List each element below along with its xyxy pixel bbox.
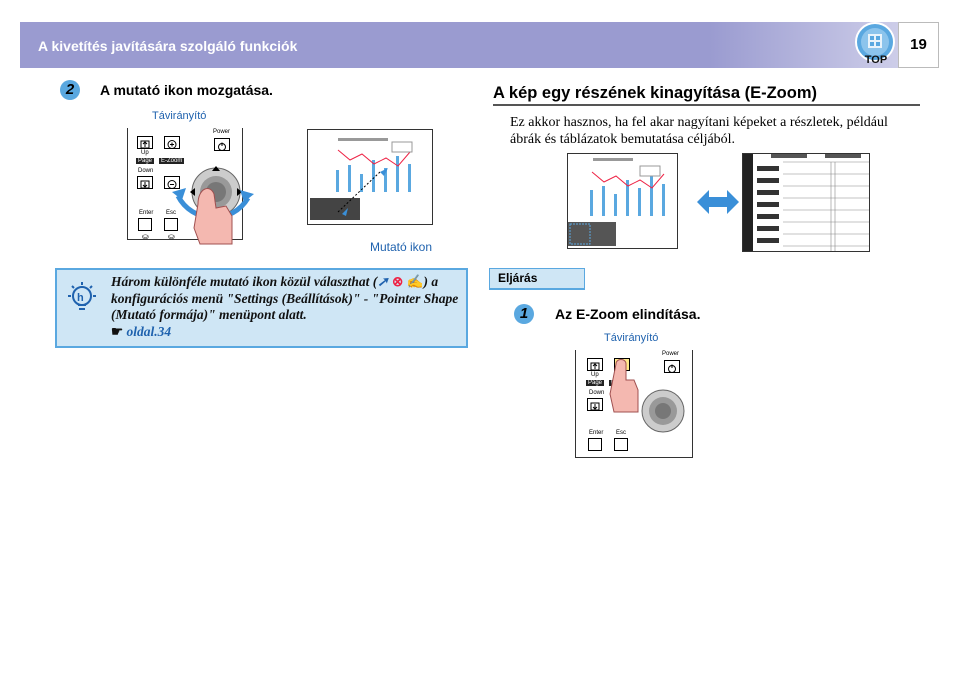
up-button (137, 136, 153, 149)
procedure-label: Eljárás (489, 268, 585, 289)
page-label: Page (136, 158, 155, 164)
page-link[interactable]: oldal.34 (126, 323, 172, 339)
procedure-step-title: Az E-Zoom elindítása. (555, 306, 701, 322)
top-label[interactable]: TOP (864, 54, 888, 66)
procedure-step-number: 1 (514, 304, 534, 324)
pointer-hand-icon: ✍ (406, 274, 424, 289)
link-pointer-icon: ☛ (111, 323, 124, 339)
power-label-2: Power (662, 351, 680, 357)
pointer-arrow-icon: ➚ (377, 274, 389, 289)
power-label: Power (213, 129, 231, 135)
ezoom-label: E-Zoom (159, 158, 185, 164)
zoomed-screen (742, 153, 870, 252)
pointer-dial-2 (641, 389, 685, 433)
procedure-divider (489, 289, 585, 290)
lightbulb-icon: h (68, 282, 96, 310)
mouse-right-icon: ⛀ (168, 232, 175, 241)
ezoom-description: Ez akkor hasznos, ha fel akar nagyítani … (510, 115, 888, 147)
pointer-x-icon: ⊗ (391, 274, 404, 289)
tip-text-part2: ) a konfigurációs menü "Settings (Beállí… (111, 274, 459, 322)
power-button (214, 138, 230, 151)
page-title: A kivetítés javítására szolgáló funkciók (38, 38, 298, 54)
pointer-icon-label: Mutató ikon (370, 240, 433, 254)
original-screen (567, 153, 678, 249)
tip-text-part1: Három különféle mutató ikon közül válasz… (111, 274, 378, 289)
down-button (137, 176, 153, 189)
tip-box (55, 268, 468, 348)
heading-underline (493, 104, 920, 106)
down-label-2: Down (589, 390, 605, 396)
zoom-in-button (164, 136, 180, 149)
pressing-finger-icon (609, 359, 639, 413)
down-button-2 (587, 398, 603, 411)
top-button[interactable] (852, 18, 898, 70)
up-label: Up (141, 150, 149, 156)
enter-button-2 (588, 438, 602, 451)
header-bar (20, 22, 939, 68)
svg-text:h: h (77, 292, 84, 304)
step-title: A mutató ikon mozgatása. (100, 82, 273, 98)
double-arrow-icon (697, 190, 739, 214)
esc-button-2 (614, 438, 628, 451)
hand-rotate-icon (172, 188, 254, 245)
esc-label: Esc (166, 210, 177, 216)
esc-button (164, 218, 178, 231)
procedure-remote-label: Távirányító (604, 332, 659, 344)
enter-button (138, 218, 152, 231)
power-button-2 (664, 360, 680, 373)
screen-with-pointer (307, 129, 433, 225)
tip-text: Három különféle mutató ikon közül válasz… (111, 274, 461, 340)
remote-label: Távirányító (152, 110, 207, 122)
enter-label: Enter (139, 210, 154, 216)
page-label-2: Page (586, 380, 605, 386)
ezoom-heading: A kép egy részének kinagyítása (E-Zoom) (493, 84, 817, 102)
up-label-2: Up (591, 372, 599, 378)
page-number: 19 (898, 22, 939, 68)
zoom-out-button (164, 176, 180, 189)
esc-label-2: Esc (616, 430, 627, 436)
down-label: Down (138, 168, 154, 174)
mouse-left-icon: ⛀ (142, 232, 149, 241)
up-button-2 (587, 358, 603, 371)
enter-label-2: Enter (589, 430, 604, 436)
step-number-badge: 2 (60, 80, 80, 100)
